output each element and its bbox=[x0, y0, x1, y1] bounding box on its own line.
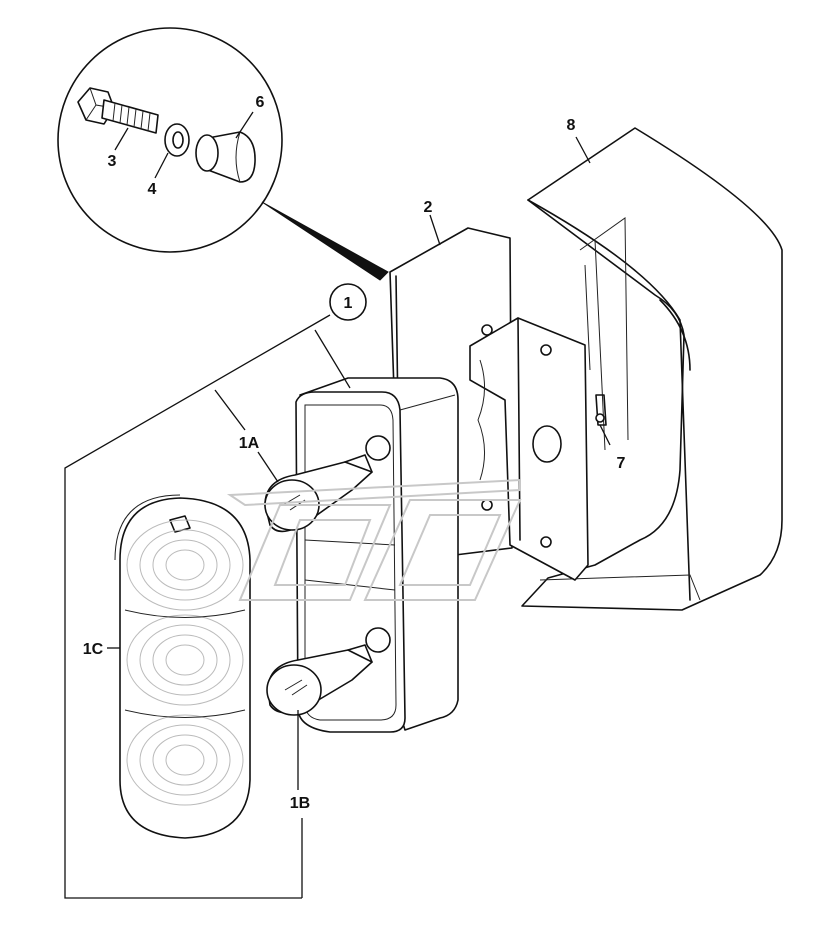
callout-2: 2 bbox=[424, 199, 433, 216]
lens-rings-top bbox=[126, 519, 244, 611]
lens-1c bbox=[114, 494, 251, 839]
stud-part-7 bbox=[595, 394, 607, 426]
cover-part-8 bbox=[521, 127, 783, 611]
callout-4: 4 bbox=[148, 181, 157, 198]
callout-1: 1 bbox=[344, 295, 353, 312]
callout-3: 3 bbox=[108, 153, 117, 170]
lens-rings-bottom bbox=[126, 714, 244, 806]
watermark-logo bbox=[226, 478, 522, 601]
callout-6: 6 bbox=[256, 94, 265, 111]
bolt-part-3 bbox=[77, 87, 159, 134]
callout-8: 8 bbox=[567, 117, 576, 134]
callout-1c: 1C bbox=[83, 641, 104, 658]
detail-circle bbox=[57, 27, 389, 281]
callout-1a: 1A bbox=[239, 435, 260, 452]
callout-1b: 1B bbox=[290, 795, 310, 812]
callout-7: 7 bbox=[617, 455, 626, 472]
bulb-1b bbox=[266, 644, 373, 716]
spacer-part-6 bbox=[195, 131, 256, 183]
lens-rings-middle bbox=[126, 614, 244, 706]
leader-lines bbox=[64, 111, 611, 899]
washer-part-4 bbox=[164, 123, 190, 157]
callout-1-circle bbox=[329, 283, 367, 321]
mounting-bracket bbox=[469, 317, 589, 581]
